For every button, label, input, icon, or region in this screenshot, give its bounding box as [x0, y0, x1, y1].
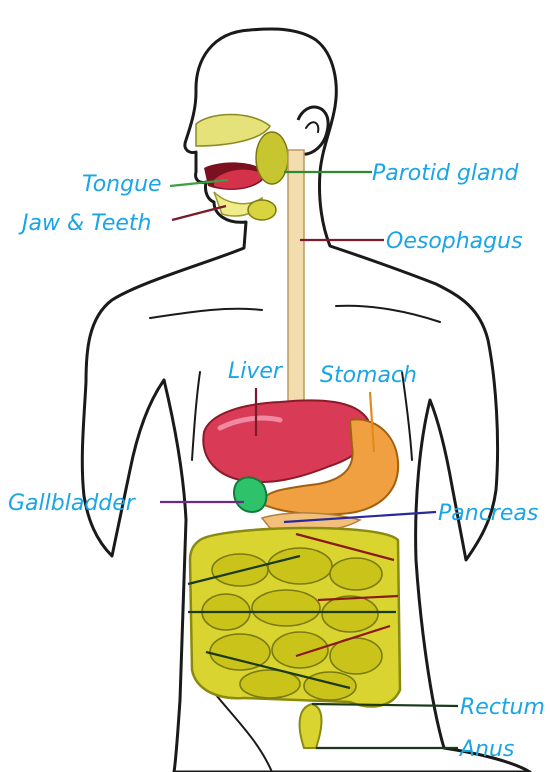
oesophagus-shape [288, 150, 304, 420]
parotid-gland-shape [256, 132, 288, 184]
label-parotid-gland: Parotid gland [372, 161, 519, 186]
organs [190, 115, 400, 749]
gallbladder-shape [234, 477, 266, 512]
label-jaw-teeth: Jaw & Teeth [18, 211, 151, 236]
salivary-gland-shape [248, 200, 276, 220]
label-stomach: Stomach [320, 363, 417, 388]
label-liver: Liver [228, 359, 284, 384]
label-tongue: Tongue [82, 172, 162, 197]
label-gallbladder: Gallbladder [8, 491, 137, 516]
label-oesophagus: Oesophagus [386, 229, 523, 254]
label-rectum: Rectum [460, 695, 545, 720]
label-anus: Anus [458, 737, 514, 762]
rectum-shape [300, 704, 322, 748]
label-pancreas: Pancreas [438, 501, 538, 526]
